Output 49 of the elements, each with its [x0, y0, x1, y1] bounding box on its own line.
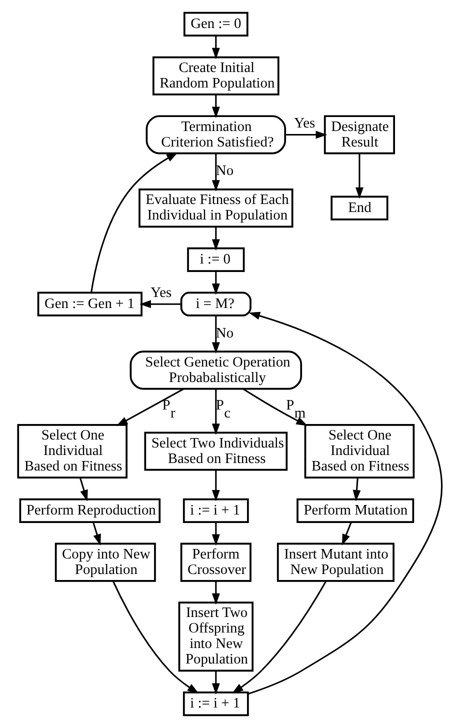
arrow — [352, 478, 361, 502]
arrow — [242, 388, 308, 426]
arrow — [212, 94, 220, 118]
arrow — [212, 226, 220, 251]
node-box: Perform Reproduction — [19, 498, 161, 523]
arrow — [79, 477, 88, 502]
node-box: Select One Individual Based on Fitness — [17, 424, 128, 479]
node-box: i = M? — [180, 292, 252, 316]
arrow — [212, 316, 220, 354]
node-box: Select One Individual Based on Fitness — [304, 424, 415, 479]
arrow — [285, 130, 328, 139]
arrow — [355, 153, 364, 199]
node-box: Select Genetic Operation Probabalistically — [130, 350, 302, 390]
node-box: i := i + 1 — [182, 498, 249, 523]
node-box: Create Initial Random Population — [152, 56, 280, 96]
node-box: Select Two Individuals Based on Fitness — [144, 432, 288, 471]
node-box: Insert Mutant into New Population — [276, 542, 394, 582]
arrow — [212, 522, 220, 546]
arrow — [248, 312, 442, 695]
arrow — [212, 581, 220, 605]
node-box: Termination Criterion Satisfied? — [146, 115, 286, 154]
arrow — [212, 153, 220, 192]
arrow — [112, 580, 199, 694]
edge-label: No — [216, 163, 234, 180]
arrow — [232, 580, 327, 694]
node-box: Designate Result — [324, 115, 395, 154]
arrow — [116, 388, 184, 426]
edge-label: No — [216, 325, 234, 342]
arrow — [212, 271, 220, 295]
node-box: Gen := Gen + 1 — [37, 292, 142, 316]
arrow — [212, 470, 220, 502]
node-box: Perform Crossover — [180, 542, 252, 582]
edge-label: Yes — [294, 116, 316, 132]
arrow — [90, 152, 178, 293]
arrow — [212, 389, 220, 435]
node-box: Insert Two Offspring into New Population — [178, 602, 254, 672]
arrow — [92, 522, 101, 546]
arrow — [212, 671, 220, 695]
node-box: Evaluate Fitness of Each Individual in Population — [138, 188, 294, 228]
node-box: Perform Mutation — [296, 498, 414, 523]
arrow — [140, 300, 182, 308]
arrow — [212, 36, 220, 60]
node-box: i := 0 — [187, 247, 245, 272]
node-box: End — [330, 196, 388, 220]
node-box: i := i + 1 — [182, 692, 249, 716]
edge-label: Yes — [150, 285, 172, 302]
node-box: Gen := 0 — [183, 12, 248, 36]
arrow — [342, 522, 352, 546]
node-box: Copy into New Population — [54, 542, 156, 582]
